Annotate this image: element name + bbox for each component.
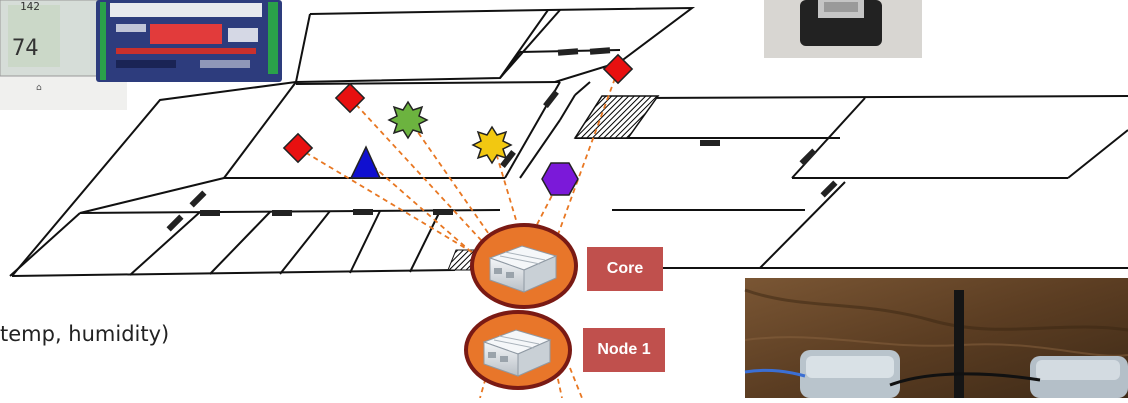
raspberry-pi-case-core bbox=[488, 245, 558, 293]
floorplan-left-wing bbox=[9, 6, 696, 277]
floorplan-right-wing bbox=[574, 95, 1128, 269]
sensor-red-diamond-2 bbox=[282, 132, 314, 164]
core-label: Core bbox=[587, 247, 663, 291]
raspberry-pi-case-node1 bbox=[482, 329, 552, 377]
core-node bbox=[470, 223, 578, 309]
svg-text:⌂: ⌂ bbox=[36, 83, 42, 93]
io-module-photo bbox=[96, 0, 282, 82]
door-marks bbox=[166, 47, 838, 232]
sensor-red-diamond-3 bbox=[602, 53, 634, 85]
thermostat-top-reading: 142 bbox=[20, 0, 40, 13]
node-1 bbox=[464, 310, 572, 390]
sensor-purple-hexagon bbox=[541, 162, 579, 196]
sensor-blue-triangle bbox=[349, 145, 382, 179]
device-photo bbox=[764, 0, 922, 58]
sensor-yellow-star bbox=[471, 125, 513, 165]
hardware-photo bbox=[744, 278, 1128, 398]
sensor-green-star bbox=[387, 100, 429, 140]
stairwell-hatch bbox=[573, 95, 660, 139]
sensor-red-diamond-1 bbox=[334, 82, 366, 114]
caption-text: temp, humidity) bbox=[0, 322, 170, 346]
sensors bbox=[282, 53, 634, 196]
node1-label: Node 1 bbox=[583, 328, 665, 372]
thermostat-reading: 74 bbox=[12, 36, 39, 61]
